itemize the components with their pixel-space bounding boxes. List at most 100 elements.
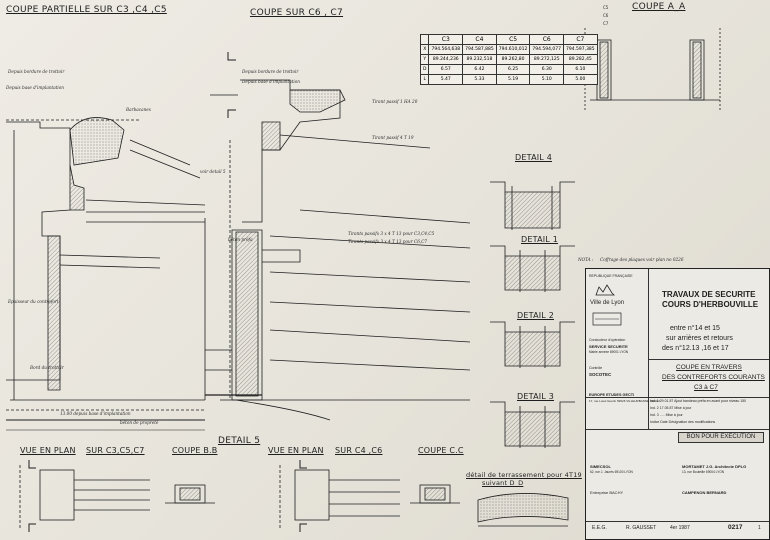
control-name: SOCOTEC [589,372,612,377]
annotation-bordure: Depuis bordure de trottoir [8,69,65,74]
plan-c3-drawing [19,465,150,530]
detail-5-title: DETAIL 5 [218,436,261,446]
nota-label: NOTA : [578,257,594,262]
table-cell: 6.57 [428,64,464,75]
annotation-tirant-mid: Tirant passif 4 T 19 [372,135,414,140]
bet-name: EUROPE ETUDES GECTI [589,393,635,397]
revision-separator [586,397,769,398]
revision-row: Ind. 2 17.05.87 Mise à jour [650,406,692,410]
table-cell: 89.282,45 [563,54,598,65]
annotation-coffrage: Coffrage des plaques voir plan no 0226 [600,257,684,262]
detail-1-drawing [490,245,575,292]
table-cell: 6.30 [529,64,565,75]
annotation-tirants-c6: Tirants passifs 3 x 4 T 13 pour C6,C7 [348,239,428,244]
detail-3-drawing [490,401,575,448]
detail-4-drawing [490,181,575,230]
table-cell: D [419,64,430,75]
detail-2-drawing [490,321,575,368]
annotation-voir-detail: voir detail 5 [200,169,226,174]
title-block-left-column: REPUBLIQUE FRANÇAISE Ville de Lyon Condu… [586,269,660,429]
city-name: Ville de Lyon [590,300,625,306]
annotation-barbacane: Barbacanes [126,107,151,112]
earthwork-subtitle: suivant D_D [482,479,524,487]
table-header-cell: C3 [428,34,464,45]
table-cell: 5.19 [495,74,531,85]
section-cc-title: COUPE C.C [418,446,464,455]
detail-4-title: DETAIL 4 [515,153,553,162]
drawing-title-line3: C3 à C7 [694,384,718,391]
table-cell: 794.564,638 [428,44,464,55]
title-separator [648,359,769,360]
revision-row: Ind. 1 29.01.87 Ajout bandeau préfa en a… [650,399,747,403]
service-name: SERVICE SECURITE [589,344,628,349]
section-aa-label-c5: C5 [603,5,609,10]
annotation-beton-proprete: béton de propreté [120,420,159,425]
section-aa-title: COUPE A_A [632,2,686,12]
footer-date: 4er 1987 [670,525,690,531]
table-cell: L [419,74,430,85]
earthwork-title: détail de terrassement pour 4T19 [466,471,582,479]
table-cell: 89.272,125 [529,54,565,65]
partial-section-drawing [6,117,206,431]
drawing-title-line1: COUPE EN TRAVERS [676,364,742,371]
table-row: L 5.47 5.33 5.19 5.10 5.00 [419,74,598,85]
annotation-bord-trottoir: Bord du trottoir [30,365,64,370]
drawing-number: 0217 [728,524,743,531]
detail-3-title: DETAIL 3 [517,392,555,401]
table-cell: 6.42 [462,64,497,75]
project-title-line2: COURS D'HERBOUVILLE [662,300,759,309]
detail-2-title: DETAIL 2 [517,311,555,320]
table-cell: 5.33 [462,74,497,85]
plan-c3-title: VUE EN PLAN [20,446,76,455]
detail-1-title: DETAIL 1 [521,235,559,244]
table-header-cell [419,34,430,45]
section-aa-label-c7: C7 [603,21,609,26]
city-seal-icon [592,312,622,326]
footer-left: E.E.G. [592,525,607,531]
company-name: Entreprise BACHY [590,490,624,495]
revision-row: Ind. 3 ..... Mise à jour [650,413,683,417]
revision-header: Indice Date Désignation des modification… [650,420,716,424]
table-cell: Y [419,54,430,65]
service-address: Mairie annexe 69001 LYON [589,350,629,354]
coordinates-table-header: C3 C4 C5 C6 C7 [419,34,598,45]
bet-address: 17, rue Louis Guérin 69626 VILLEURBANNE … [589,399,661,403]
table-row: D 6.57 6.42 6.25 6.30 6.10 [419,64,598,75]
annotation-bordure-c6: Depuis bordure de trottoir [242,69,299,74]
table-cell: 89.232,518 [462,54,497,65]
table-row: Y 89.244,236 89.232,518 89.262,80 89.272… [419,54,598,65]
scope-line3: des n°12.13 ,16 et 17 [662,345,729,352]
contractor-separator [586,429,769,430]
table-cell: 89.244,236 [428,54,464,65]
control-head: Contrôle [589,366,603,370]
annotation-depuis-base: 13.00 depuis base d'implantation [60,411,131,416]
table-header-cell: C4 [462,34,497,45]
drawing-index: 1 [758,525,761,531]
architect-address: 13, rue Bouteille 69004 LYON [682,470,725,474]
table-header-cell: C7 [563,34,598,45]
annotation-tirant-top: Tirant passif 1 HA 20 [372,99,418,104]
geotech-name: SIMECSOL [590,464,611,469]
annotation-epaisseur: Epaisseur du contrefort [8,299,59,304]
project-title-line1: TRAVAUX DE SECURITE [662,290,756,299]
table-cell: 794.597,385 [563,44,598,55]
scope-line2: sur arrières et retours [666,335,733,342]
section-c6-c7-title: COUPE SUR C6 , C7 [250,8,344,18]
annotation-tirants-c3: Tirants passifs 3 x 4 T 13 pour C3,C4,C5 [348,231,435,236]
republic-label: REPUBLIQUE FRANÇAISE [589,274,633,278]
partial-section-title: COUPE PARTIELLE SUR C3 ,C4 ,C5 [6,5,167,15]
company2-name: CAMPENON BERNARD [682,490,727,495]
table-cell: 5.00 [563,74,598,85]
city-logo-icon [595,284,615,296]
architect-name: MORTAMET J.G. Architecte DPLG [682,464,747,469]
plan-c3-subtitle: SUR C3,C5,C7 [86,446,145,455]
table-header-cell: C5 [495,34,531,45]
table-cell: 6.25 [495,64,531,75]
service-head: Conducteur d'opération [589,338,626,342]
plan-c4-title: VUE EN PLAN [268,446,324,455]
footer-name: R. GAUSSET [626,525,657,531]
table-cell: 5.47 [428,74,464,85]
section-c6-c7-drawing [204,79,471,421]
